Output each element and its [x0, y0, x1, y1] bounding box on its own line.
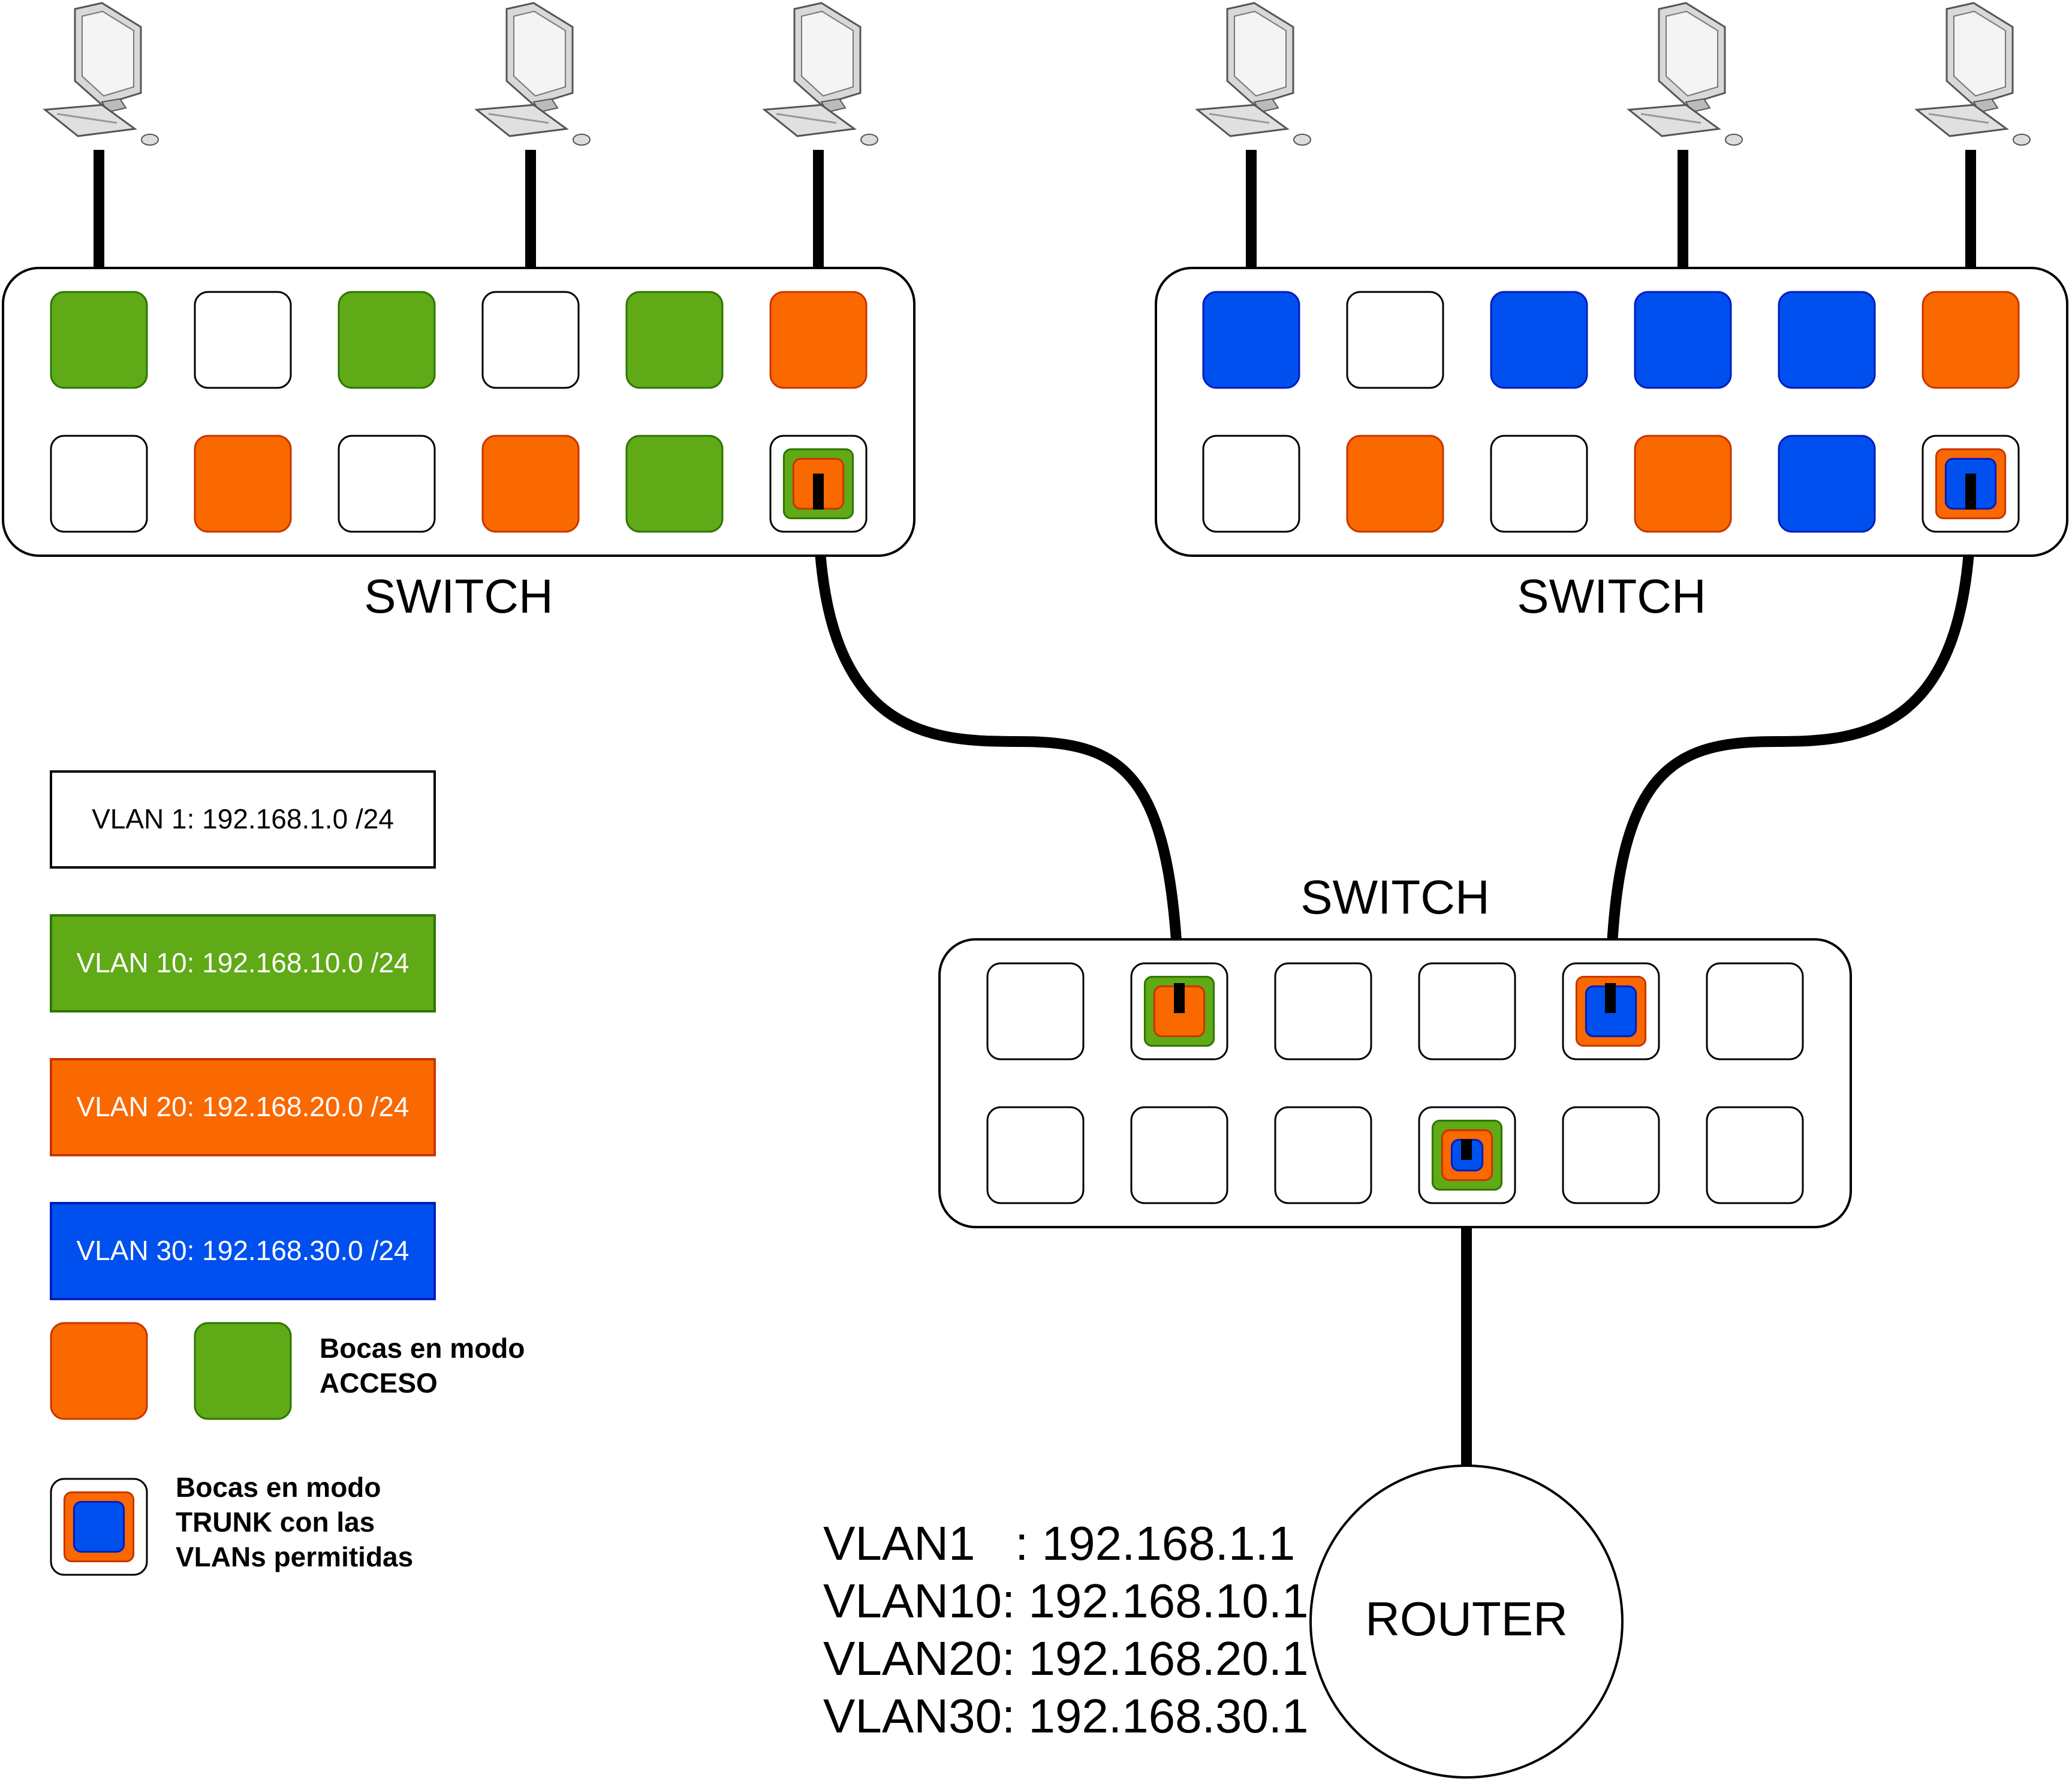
port-vlan10: [625, 291, 724, 389]
trunk-port-vlan30-layer: [73, 1500, 125, 1553]
keyboard-keys: [776, 113, 837, 124]
port-vlan1: [1274, 1106, 1372, 1204]
port-vlan1: [986, 1106, 1085, 1204]
port-vlan1: [1490, 435, 1588, 533]
legend-vlan10-label: VLAN 10: 192.168.10.0 /24: [77, 947, 409, 978]
port-vlan30: [1634, 291, 1732, 389]
router-ip-line: VLAN1 : 192.168.1.1: [823, 1517, 1295, 1570]
keyboard: [1914, 104, 2009, 137]
mouse: [573, 134, 591, 146]
switch-label: SWITCH: [1300, 870, 1490, 924]
port-vlan1: [481, 291, 580, 389]
mouse: [860, 134, 878, 146]
mouse: [141, 134, 159, 146]
port-vlan20: [1922, 291, 2020, 389]
port-vlan1: [1274, 962, 1372, 1060]
legend-vlan30-label: VLAN 30: 192.168.30.0 /24: [77, 1235, 409, 1266]
monitor-screen: [82, 10, 134, 97]
switches: SWITCH SWITCH SWITCH: [2, 267, 2068, 1228]
mouse: [1725, 134, 1743, 146]
switch: SWITCH: [938, 870, 1852, 1228]
desktop-computer-icon: [1914, 2, 2031, 146]
keyboard-keys: [1209, 113, 1270, 124]
port-vlan1: [1418, 962, 1516, 1060]
legend-access-port-vlan10: [194, 1322, 292, 1420]
port-vlan30: [1778, 435, 1876, 533]
port-vlan30: [1778, 291, 1876, 389]
switch: SWITCH: [2, 267, 915, 623]
desktop-computer-icon: [1627, 2, 1743, 146]
port-vlan1: [194, 291, 292, 389]
monitor-screen: [1234, 10, 1287, 97]
port-vlan20: [481, 435, 580, 533]
trunk-cable-left: [813, 503, 1185, 1012]
legend-vlan1-label: VLAN 1: 192.168.1.0 /24: [92, 803, 394, 834]
port-vlan1: [986, 962, 1085, 1060]
desktop-computer-icon: [762, 2, 878, 146]
port-vlan1: [50, 435, 148, 533]
desktop-computer-icon: [43, 2, 159, 146]
legend-vlan1-swatch: [50, 770, 436, 869]
port-vlan20: [1634, 435, 1732, 533]
port-vlan1: [1202, 435, 1300, 533]
port-vlan1: [1562, 1106, 1660, 1204]
router-label: ROUTER: [1365, 1592, 1568, 1646]
port-vlan20: [194, 435, 292, 533]
desktop-computer-icon: [474, 2, 591, 146]
router-ip-line: VLAN30: 192.168.30.1: [823, 1689, 1309, 1743]
desktop-computer-icon: [1195, 2, 1311, 146]
router-icon: [1309, 1464, 1624, 1779]
legend-trunk-text: Bocas en modo: [176, 1472, 381, 1503]
monitor-screen: [801, 10, 854, 97]
cables: [94, 150, 1976, 1469]
legend-trunk-text: TRUNK con las: [176, 1506, 375, 1538]
keyboard: [1195, 104, 1290, 137]
port-vlan1: [338, 435, 436, 533]
port-vlan30: [1202, 291, 1300, 389]
legend-vlan20-swatch: [50, 1058, 436, 1156]
port-vlan1: [1346, 291, 1444, 389]
monitor-screen: [513, 10, 566, 97]
trunk-cable-right: [1605, 503, 1976, 1012]
keyboard: [762, 104, 857, 137]
legend-vlan10-swatch: [50, 914, 436, 1012]
port-vlan1: [1706, 962, 1804, 1060]
legend-vlan20-label: VLAN 20: 192.168.20.0 /24: [77, 1091, 409, 1122]
port-vlan30: [1490, 291, 1588, 389]
mouse: [2013, 134, 2031, 146]
switch: SWITCH: [1155, 267, 2068, 623]
legend-trunk-text: VLANs permitidas: [176, 1541, 413, 1572]
keyboard-keys: [1928, 113, 1989, 124]
mouse: [1293, 134, 1311, 146]
port-vlan20: [769, 291, 868, 389]
switch-label: SWITCH: [364, 569, 553, 623]
keyboard-keys: [56, 113, 118, 124]
legend-access-text: ACCESO: [320, 1367, 438, 1399]
monitor-screen: [1953, 10, 2006, 97]
keyboard: [474, 104, 569, 137]
port-vlan10: [625, 435, 724, 533]
keyboard: [43, 104, 137, 137]
monitor-screen: [1666, 10, 1718, 97]
keyboard: [1627, 104, 1721, 137]
port-vlan1: [1706, 1106, 1804, 1204]
legend-vlan30-swatch: [50, 1202, 436, 1300]
keyboard-keys: [488, 113, 549, 124]
port-vlan1: [1130, 1106, 1228, 1204]
port-vlan20: [1346, 435, 1444, 533]
router-ip-line: VLAN10: 192.168.10.1: [823, 1574, 1309, 1628]
port-vlan10: [338, 291, 436, 389]
port-vlan10: [50, 291, 148, 389]
computers: [43, 2, 2031, 146]
keyboard-keys: [1640, 113, 1701, 124]
switch-label: SWITCH: [1517, 569, 1706, 623]
legend-access-text: Bocas en modo: [320, 1333, 525, 1364]
router-ip-line: VLAN20: 192.168.20.1: [823, 1632, 1309, 1685]
legend-access-port-vlan20: [50, 1322, 148, 1420]
